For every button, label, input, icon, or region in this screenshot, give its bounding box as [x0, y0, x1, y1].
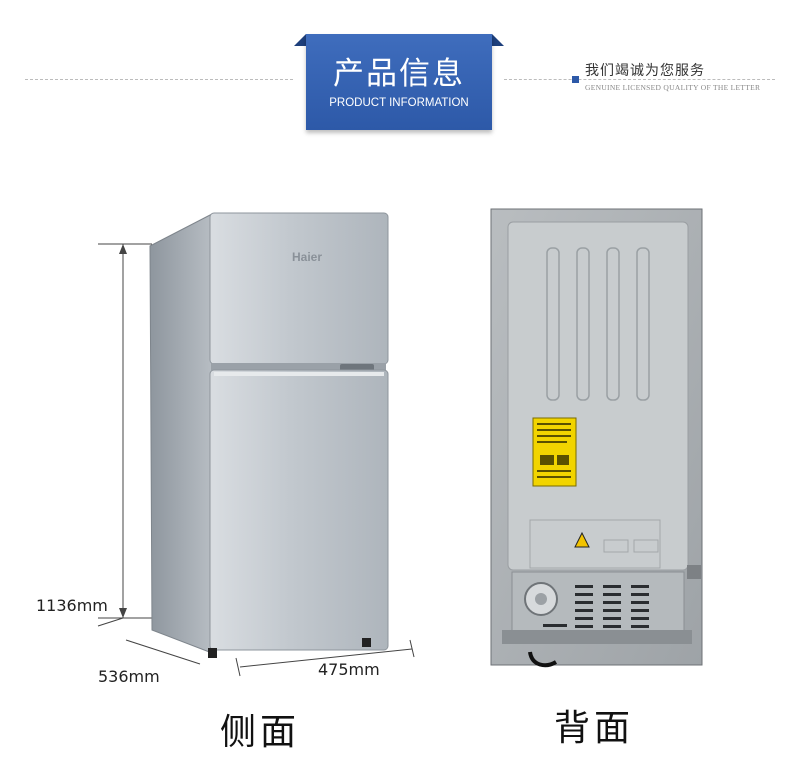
- hazard-icon: [574, 531, 590, 548]
- header-divider-left: [25, 79, 293, 80]
- banner-fold-left: [294, 34, 306, 46]
- tagline-bullet-icon: [572, 76, 579, 83]
- banner-fold-right: [492, 34, 504, 46]
- header-divider-right: [504, 79, 775, 80]
- back-view-caption: 背面: [554, 708, 635, 749]
- depth-dimension-label: 536mm: [98, 667, 160, 686]
- side-view-caption: 侧面: [220, 712, 301, 753]
- warning-label: [532, 417, 577, 487]
- section-subtitle: PRODUCT INFORMATION: [329, 97, 469, 109]
- power-cord: [528, 651, 558, 668]
- fridge-main-door: [209, 369, 389, 651]
- height-dimension-label: 1136mm: [36, 596, 108, 615]
- width-dimension-label: 475mm: [318, 660, 380, 679]
- brand-logo: Haier: [292, 250, 322, 264]
- section-banner: 产品信息 PRODUCT INFORMATION: [306, 34, 492, 138]
- service-tagline: 我们竭诚为您服务: [585, 63, 705, 79]
- banner-box: 产品信息 PRODUCT INFORMATION: [306, 34, 492, 130]
- service-tagline-sub: GENUINE LICENSED QUALITY OF THE LETTER: [585, 83, 761, 92]
- section-title: 产品信息: [333, 56, 465, 92]
